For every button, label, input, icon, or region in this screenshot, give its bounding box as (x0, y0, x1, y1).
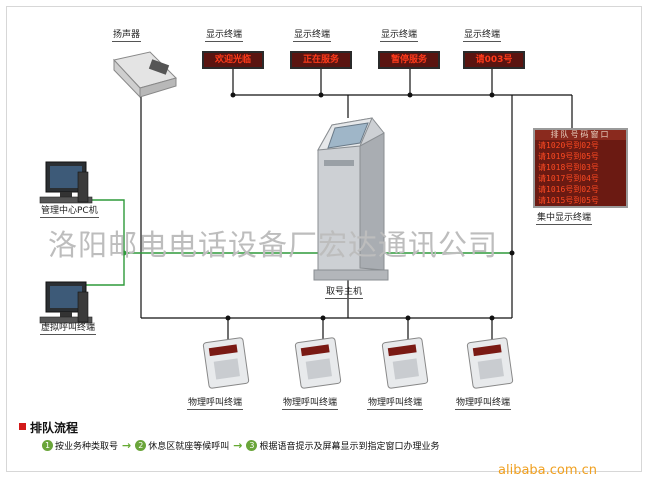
central-display-board: 排队号码窗口 请1020号到02号请1019号到05号请1018号到03号请10… (533, 128, 628, 208)
call-terminal-device-3 (381, 337, 429, 389)
watermark-text: 洛阳邮电电话设备厂宏达通讯公司 (48, 228, 499, 262)
board-row: 请1016号到02号 (538, 185, 599, 194)
junction-dot (318, 92, 324, 98)
speaker-device (113, 51, 177, 99)
led-display-4: 请003号 (463, 51, 525, 69)
display-terminal-label-2: 显示终端 (293, 30, 332, 42)
virtual-call-label: 虚拟呼叫终端 (40, 323, 97, 335)
step-number-1: 1 (42, 439, 53, 451)
central-display-label: 集中显示终端 (536, 213, 593, 225)
led-display-2: 正在服务 (290, 51, 352, 69)
call-terminal-device-4 (466, 337, 514, 389)
junction-dot (489, 315, 495, 321)
junction-dot (509, 250, 515, 256)
call-terminal-device-2 (294, 337, 342, 389)
board-header: 排队号码窗口 (535, 130, 626, 140)
board-row: 请1019号到05号 (538, 152, 599, 161)
step-text-1: 按业务种类取号 (55, 441, 119, 452)
junction-dot (405, 315, 411, 321)
step-number-3: 3 (246, 439, 258, 451)
call-terminal-label-2: 物理呼叫终端 (282, 398, 339, 410)
board-row: 请1018号到03号 (538, 163, 599, 172)
call-terminal-label-3: 物理呼叫终端 (367, 398, 424, 410)
display-terminal-label-4: 显示终端 (463, 30, 502, 42)
site-watermark: alibaba.com.cn (498, 463, 598, 478)
admin-pc-device (39, 161, 93, 204)
call-terminal-label-1: 物理呼叫终端 (187, 398, 244, 410)
admin-pc-label: 管理中心PC机 (40, 206, 99, 218)
flow-title: 排队流程 (30, 421, 79, 435)
display-terminal-label-3: 显示终端 (380, 30, 419, 42)
call-terminal-device-1 (202, 337, 250, 389)
board-row: 请1020号到02号 (538, 141, 599, 150)
flow-bullet (19, 423, 26, 430)
board-row: 请1015号到05号 (538, 196, 599, 205)
junction-dot (320, 315, 326, 321)
call-terminal-label-4: 物理呼叫终端 (455, 398, 512, 410)
step-text-3: 根据语音提示及屏幕显示到指定窗口办理业务 (259, 441, 440, 452)
display-terminal-label-1: 显示终端 (205, 30, 244, 42)
junction-dot (121, 250, 127, 256)
junction-dot (407, 92, 413, 98)
board-rows: 请1020号到02号请1019号到05号请1018号到03号请1017号到04号… (535, 140, 626, 206)
queue-host-kiosk (313, 117, 389, 281)
host-label: 取号主机 (325, 287, 364, 299)
step-number-2: 2 (135, 439, 147, 451)
led-display-3: 暂停服务 (378, 51, 440, 69)
led-display-1: 欢迎光临 (202, 51, 264, 69)
diagram-frame (6, 6, 642, 472)
arrow-icon: → (122, 438, 132, 452)
junction-dot (230, 92, 236, 98)
step-text-2: 休息区就座等候呼叫 (148, 441, 230, 452)
junction-dot (225, 315, 231, 321)
board-row: 请1017号到04号 (538, 174, 599, 183)
junction-dot (489, 92, 495, 98)
arrow-icon: → (233, 438, 243, 452)
virtual-call-pc-device (39, 281, 93, 324)
flow-steps: 1 按业务种类取号 → 2 休息区就座等候呼叫 → 3 根据语音提示及屏幕显示到… (42, 438, 439, 452)
speaker-label: 扬声器 (112, 30, 142, 42)
green-pc-bracket (84, 199, 125, 286)
